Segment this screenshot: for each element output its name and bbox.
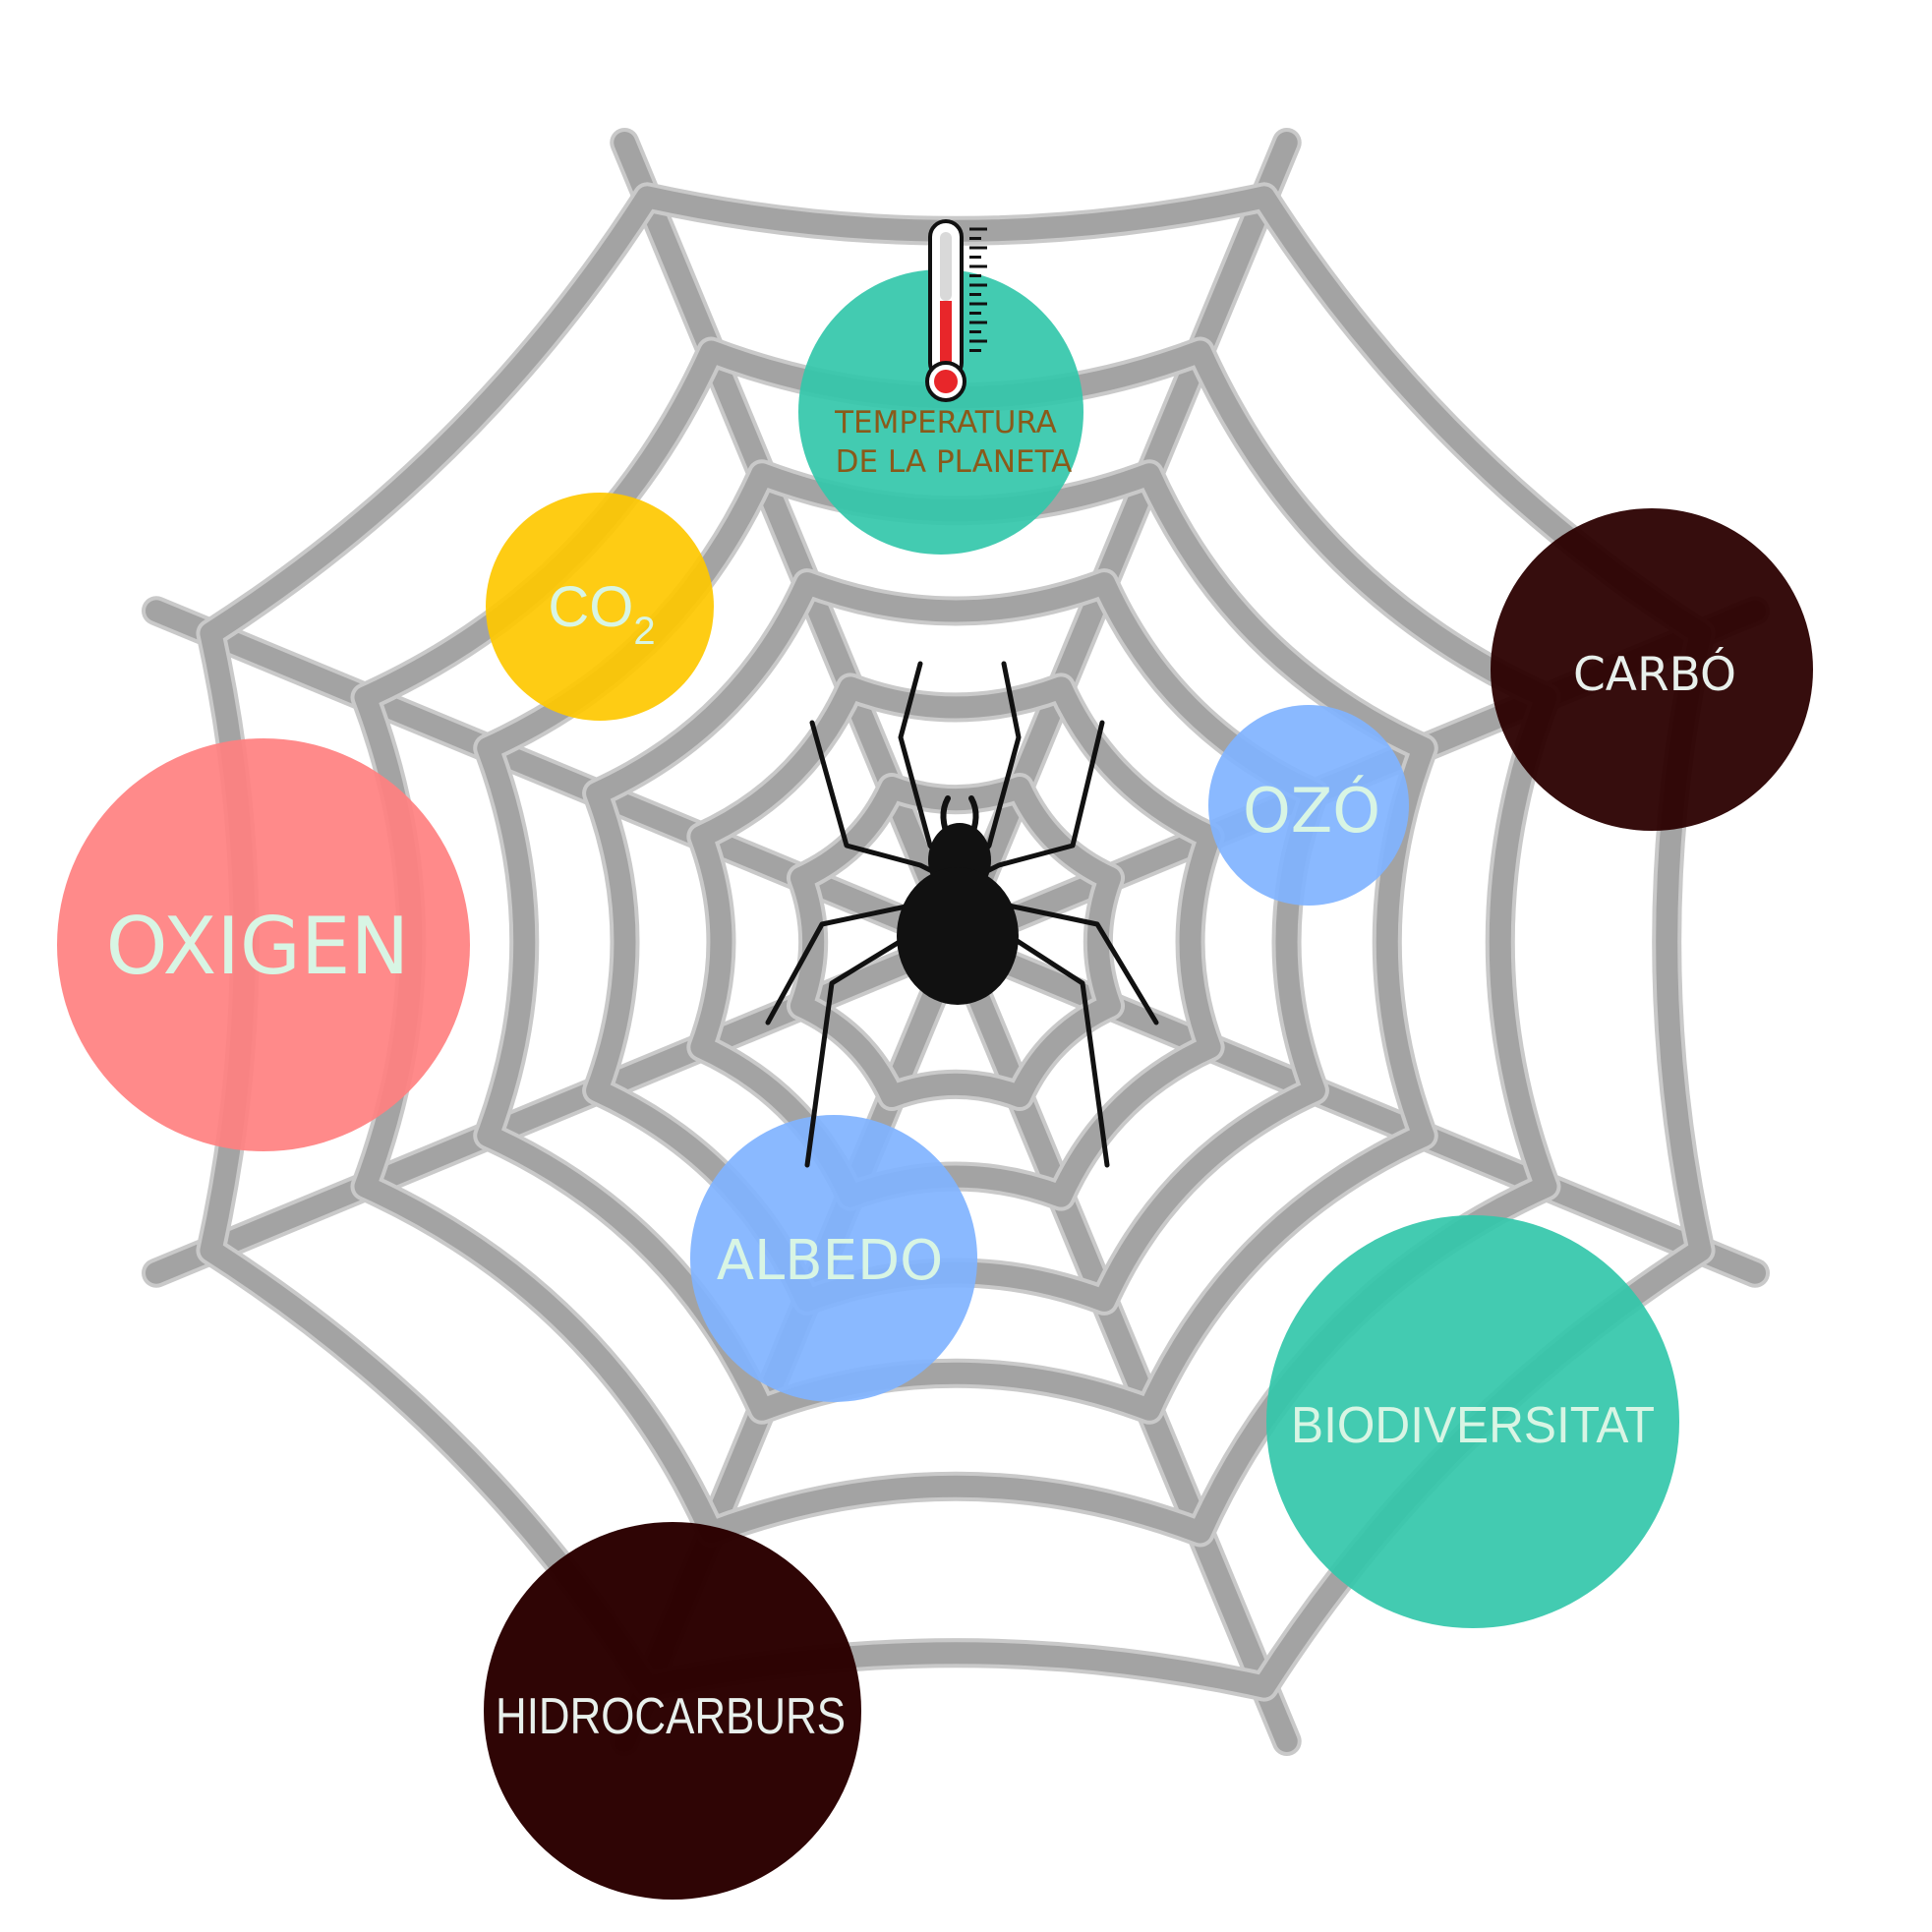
node-co2-circle[interactable] (486, 493, 714, 721)
spider-abdomen (897, 867, 1019, 1005)
label-oxigen: OXIGEN (106, 901, 410, 992)
concept-nodes (57, 269, 1813, 1900)
node-temperatura-circle[interactable] (798, 269, 1083, 555)
label-albedo: ALBEDO (717, 1229, 944, 1293)
thermometer-icon (925, 219, 987, 402)
label-co2: CO2 (548, 575, 655, 653)
node-carbo-circle[interactable] (1491, 508, 1813, 831)
node-ozo-circle[interactable] (1208, 705, 1409, 906)
label-carbo: CARBÓ (1573, 648, 1736, 702)
label-hidrocarburs: HIDROCARBURS (496, 1688, 846, 1745)
label-biodiversitat: BIODIVERSITAT (1291, 1397, 1655, 1454)
label-temperatura-line1: TEMPERATURA (834, 405, 1057, 440)
web-spiral-ring (790, 776, 1122, 1108)
node-hidrocarburs-circle[interactable] (484, 1522, 861, 1900)
node-biodiversitat-circle[interactable] (1266, 1215, 1679, 1628)
label-co2-subscript: 2 (633, 610, 655, 653)
node-oxigen-circle[interactable] (57, 738, 470, 1151)
spider-icon (765, 661, 1159, 1168)
label-ozo: OZÓ (1243, 775, 1380, 847)
label-temperatura-line2: DE LA PLANETA (836, 444, 1073, 480)
label-co2-main: CO (548, 575, 633, 639)
node-albedo-circle[interactable] (690, 1115, 977, 1402)
